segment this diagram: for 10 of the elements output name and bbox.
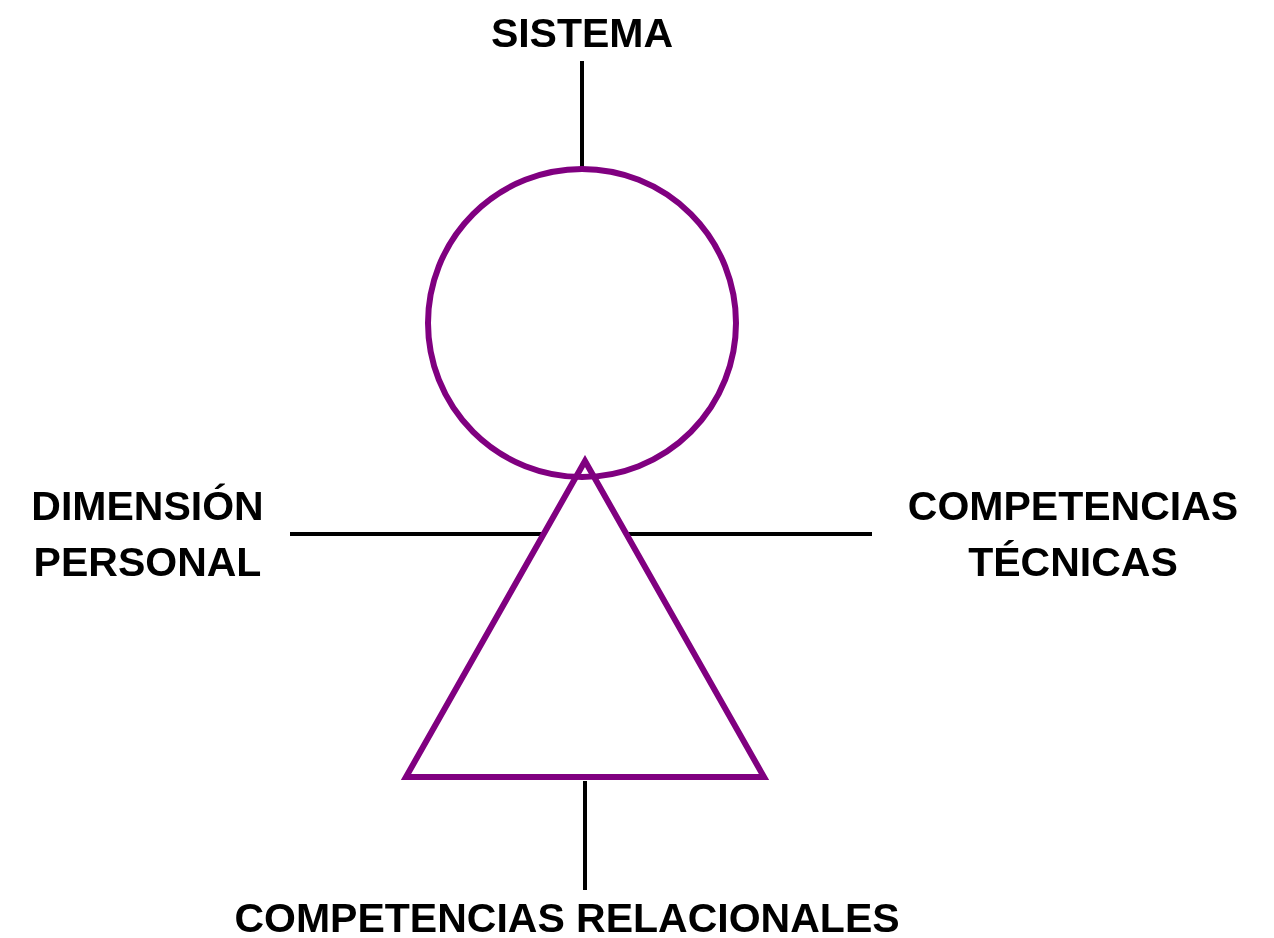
leader-line <box>580 61 584 167</box>
leader-line <box>626 532 872 536</box>
leader-line <box>583 781 587 890</box>
circle-shape <box>424 165 740 481</box>
leader-label: SISTEMA <box>462 5 702 61</box>
leader-label: COMPETENCIAS TÉCNICAS <box>872 478 1274 590</box>
triangle-shape <box>400 455 770 783</box>
leader-label: COMPETENCIAS RELACIONALES <box>157 890 977 938</box>
leader-line <box>290 532 544 536</box>
leader-label: DIMENSIÓN PERSONAL <box>5 478 290 590</box>
